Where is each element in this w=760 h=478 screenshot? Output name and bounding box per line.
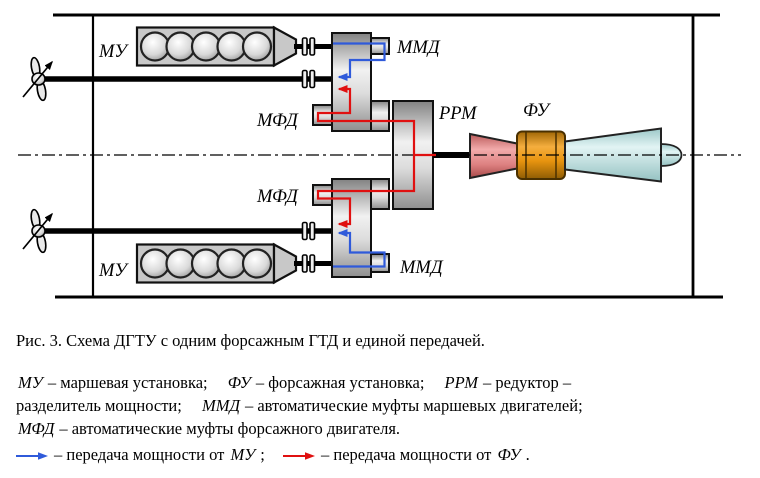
arm-block-bottom	[370, 178, 390, 210]
legend-desc-mfd: – автоматические муфты форсажного двигат…	[59, 419, 401, 438]
label-rrm: РРМ	[438, 104, 478, 124]
legend-term-fu: ФУ	[227, 373, 251, 392]
legend-term-red-arrow: ФУ	[497, 445, 521, 464]
legend-line-4: – передача мощности от МУ; – передача мо…	[16, 443, 746, 466]
label-mfd-top: МФД	[256, 111, 299, 131]
clutch-housing-top	[331, 32, 372, 132]
mfd-clutch-block-bottom	[312, 184, 333, 206]
dgtu-scheme-diagram: МУ МУ ММД ММД МФД МФД РРМ ФУ	[18, 13, 741, 299]
label-mu-bottom: МУ	[98, 261, 129, 281]
pitch-arrow-icon	[22, 212, 53, 250]
fu-power-path-top	[316, 85, 416, 155]
mu-power-path-bottom	[333, 229, 386, 268]
cylinder-icons-top	[139, 31, 273, 62]
legend-desc-mmd: – автоматические муфты маршевых двигател…	[244, 396, 583, 415]
label-mmd-bottom: ММД	[399, 258, 444, 278]
legend-desc-fu: – форсажная установка;	[255, 373, 425, 392]
mu-power-flow-lines	[333, 42, 386, 268]
diagram-labels: МУ МУ ММД ММД МФД МФД РРМ ФУ	[98, 38, 551, 281]
cruise-engine-bottom	[135, 242, 332, 285]
label-fu: ФУ	[523, 101, 551, 121]
compressor-section	[469, 132, 518, 180]
mmd-clutch-block-bottom	[370, 253, 390, 273]
legend-desc-red-arrow: – передача мощности от	[321, 445, 492, 464]
arm-block-top	[370, 100, 390, 132]
legend-punct-red: .	[525, 445, 530, 464]
legend-desc-rrm-2: разделитель мощности;	[16, 396, 182, 415]
legend-term-mu: МУ	[18, 373, 43, 392]
legend-desc-blue-arrow: – передача мощности от	[54, 445, 225, 464]
legend-term-mmd: ММД	[201, 396, 240, 415]
shaft-couplings	[301, 37, 316, 273]
label-mmd-top: ММД	[396, 38, 441, 58]
legend-desc-mu: – маршевая установка;	[47, 373, 208, 392]
fu-power-flow-lines	[316, 85, 436, 228]
label-mu-top: МУ	[98, 42, 129, 62]
legend-line-1: МУ– маршевая установка; ФУ– форсажная ус…	[16, 371, 746, 394]
legend-desc-rrm: – редуктор –	[483, 373, 572, 392]
propeller-icon-bottom	[22, 208, 53, 254]
legend-line-3: МФД– автоматические муфты форсажного дви…	[16, 417, 746, 440]
legend-term-mfd: МФД	[18, 419, 55, 438]
legend-term-blue-arrow: МУ	[230, 445, 256, 464]
pitch-arrow-icon	[22, 60, 53, 98]
hull-frame	[53, 13, 723, 299]
figure-legend: МУ– маршевая установка; ФУ– форсажная ус…	[16, 371, 746, 466]
clutch-housing-bottom	[331, 178, 372, 278]
legend-term-rrm: РРМ	[444, 373, 479, 392]
legend-punct-blue: ;	[260, 445, 265, 464]
blue-arrow-head	[38, 452, 48, 460]
figure-caption: Рис. 3. Схема ДГТУ с одним форсажным ГТД…	[16, 331, 485, 350]
red-arrow-head	[305, 452, 316, 460]
cylinder-icons-bottom	[139, 248, 273, 279]
fu-power-path-bottom	[316, 155, 416, 228]
mu-power-path-top	[333, 42, 386, 81]
blue-arrow-icon	[16, 452, 48, 460]
mmd-clutch-block-top	[370, 37, 390, 55]
red-arrow-icon	[283, 452, 316, 460]
propeller-icon-top	[22, 56, 53, 102]
legend-line-2: разделитель мощности; ММД– автоматически…	[16, 394, 746, 417]
label-mfd-bottom: МФД	[256, 187, 299, 207]
